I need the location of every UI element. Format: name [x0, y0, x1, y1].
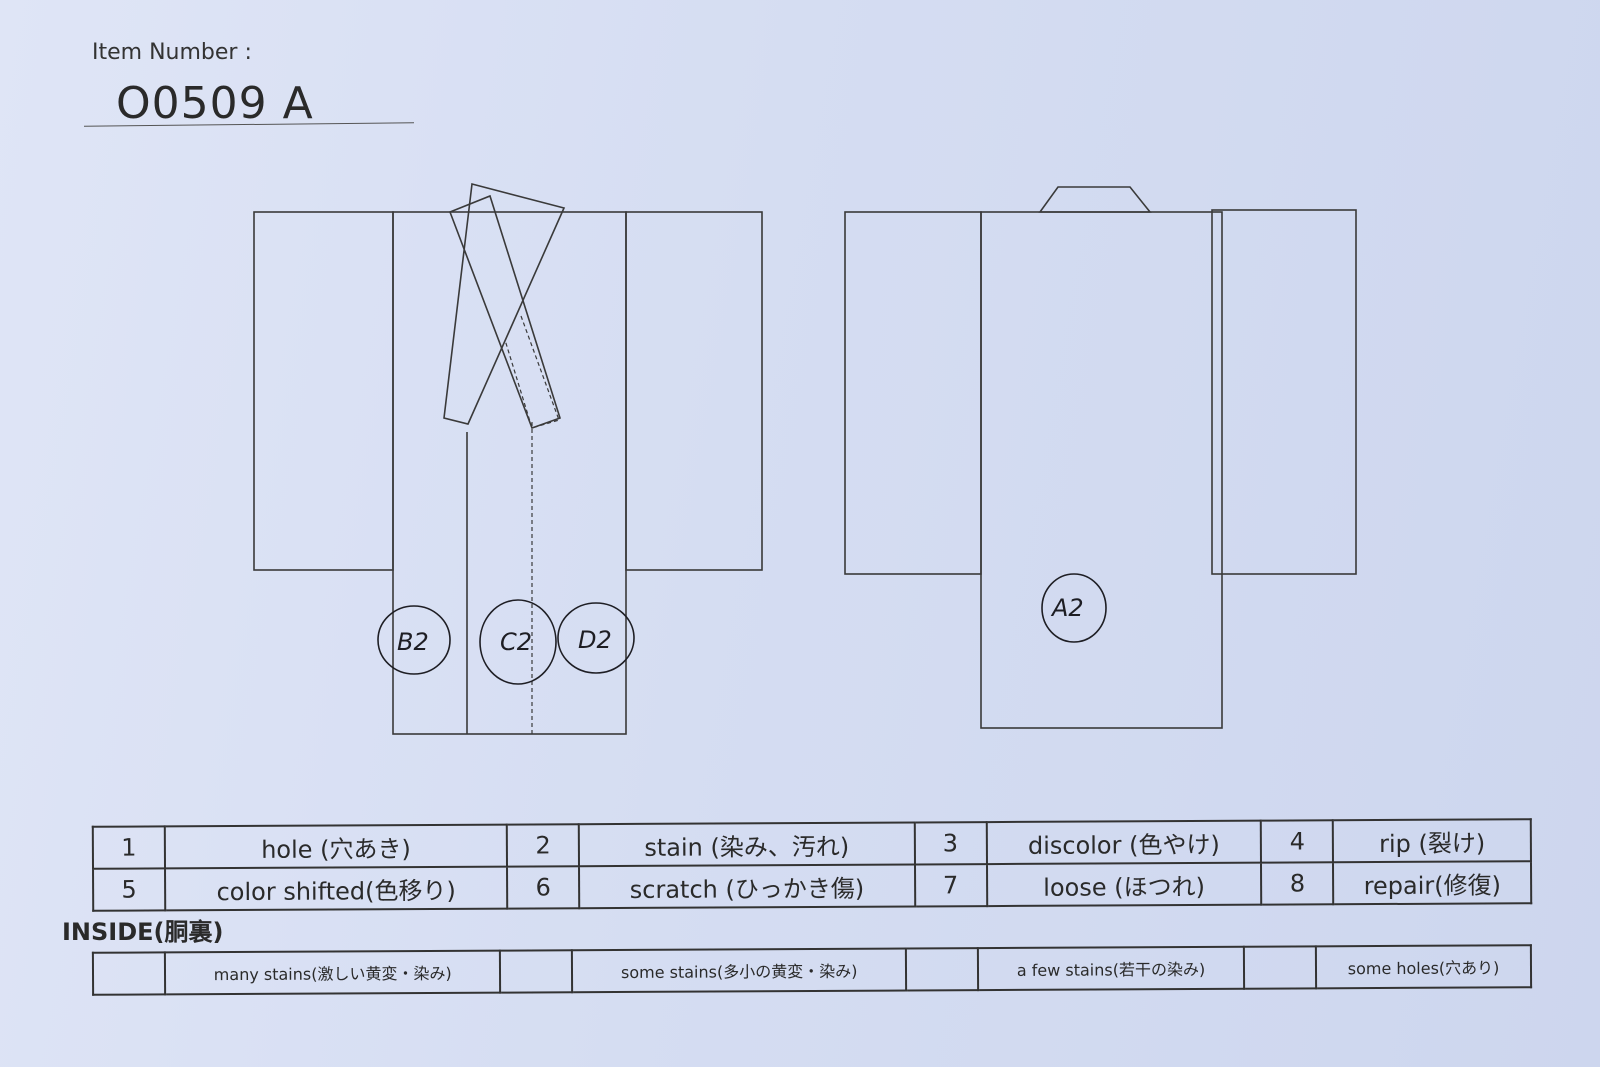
mark-a2-circle — [1041, 573, 1107, 643]
legend-row: 1 hole (穴あき) 2 stain (染み、汚れ) 3 discolor … — [92, 819, 1531, 869]
damage-marks: B2 C2 D2 A2 — [377, 573, 1107, 685]
back-right-sleeve — [1211, 209, 1357, 575]
front-collar-left — [448, 194, 561, 430]
inside-option-label: some holes(穴あり) — [1315, 945, 1532, 989]
legend-label: rip (裂け) — [1333, 819, 1531, 863]
legend-number: 6 — [507, 866, 580, 909]
item-number-value: O0509 A — [116, 78, 314, 129]
legend-number: 2 — [506, 824, 580, 867]
mark-b2-circle — [377, 605, 451, 675]
front-collar-hidden — [504, 315, 560, 429]
mark-a2-text: A2 — [1050, 594, 1084, 622]
back-collar — [1038, 186, 1152, 213]
legend-number: 3 — [914, 822, 987, 865]
damage-legend-table: 1 hole (穴あき) 2 stain (染み、汚れ) 3 discolor … — [92, 818, 1532, 912]
front-left-sleeve — [253, 211, 394, 571]
legend-number: 4 — [1261, 820, 1334, 863]
front-collar-right — [443, 182, 566, 425]
mark-c2-circle — [479, 599, 557, 685]
mark-b2-text: B2 — [397, 628, 429, 656]
legend-label: hole (穴あき) — [164, 824, 508, 869]
back-body — [980, 211, 1223, 729]
inside-checkbox-cell — [500, 950, 573, 993]
legend-label: color shifted(色移り) — [165, 866, 508, 911]
front-body — [392, 211, 627, 735]
legend-row: 5 color shifted(色移り) 6 scratch (ひっかき傷) 7… — [93, 861, 1532, 911]
legend-label: stain (染み、汚れ) — [578, 822, 915, 867]
mark-d2-circle — [557, 602, 635, 674]
legend-number: 5 — [93, 868, 166, 911]
mark-c2-text: C2 — [500, 628, 532, 656]
inside-row: many stains(激しい黄変・染み) some stains(多小の黄変・… — [92, 945, 1532, 995]
legend-number: 7 — [914, 864, 987, 907]
front-right-sleeve — [625, 211, 763, 571]
legend-label: loose (ほつれ) — [986, 862, 1262, 907]
back-left-sleeve — [844, 211, 982, 575]
item-number-label: Item Number : — [92, 40, 252, 65]
legend-number: 8 — [1261, 862, 1334, 905]
kimono-front-view — [253, 182, 763, 735]
inside-option-label: a few stains(若干の染み) — [977, 946, 1245, 991]
inside-condition-table: many stains(激しい黄変・染み) some stains(多小の黄変・… — [92, 944, 1532, 996]
legend-label: discolor (色やけ) — [986, 820, 1262, 865]
inside-checkbox-cell — [905, 948, 979, 991]
legend-number: 1 — [92, 826, 166, 869]
inside-option-label: some stains(多小の黄変・染み) — [572, 948, 907, 993]
inside-checkbox-cell — [1243, 946, 1317, 989]
inside-section-label: INSIDE(胴裏) — [62, 918, 224, 946]
mark-d2-text: D2 — [578, 626, 612, 654]
legend-label: repair(修復) — [1333, 861, 1532, 905]
kimono-back-view — [844, 186, 1357, 729]
legend-label: scratch (ひっかき傷) — [579, 864, 915, 909]
inside-option-label: many stains(激しい黄変・染み) — [164, 950, 501, 995]
inside-checkbox-cell — [92, 952, 166, 995]
